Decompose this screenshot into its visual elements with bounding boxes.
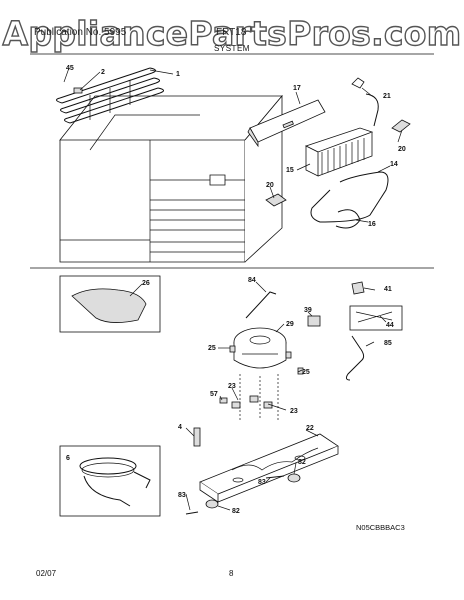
callout-14: 14 xyxy=(390,161,398,168)
insulation-26 xyxy=(59,275,161,333)
callout-23b: 23 xyxy=(290,408,298,415)
callout-4: 4 xyxy=(178,424,182,431)
callout-85: 85 xyxy=(384,340,392,347)
callout-21: 21 xyxy=(383,93,391,100)
suction-line xyxy=(365,93,379,127)
publication-number: Publication No. 5995 xyxy=(34,27,127,38)
callout-22: 22 xyxy=(306,425,314,432)
callout-82a: 82 xyxy=(298,459,306,466)
base-plate-22 xyxy=(199,433,339,503)
heater-20b xyxy=(265,193,287,207)
footer-date: 02/07 xyxy=(36,569,57,578)
diagram-code: N05CBBBAC3 xyxy=(356,523,405,532)
callout-39: 39 xyxy=(304,307,312,314)
callout-17: 17 xyxy=(293,85,301,92)
callout-20b: 20 xyxy=(266,182,274,189)
refrigerator-cabinet xyxy=(59,94,283,263)
condenser-coil xyxy=(56,67,164,124)
callout-29: 29 xyxy=(286,321,294,328)
rod-84 xyxy=(245,291,277,319)
callout-6: 6 xyxy=(66,455,70,462)
tube-85 xyxy=(345,335,365,381)
clip-4 xyxy=(193,427,201,447)
heater-20a xyxy=(391,119,411,133)
tube-16 xyxy=(335,209,361,229)
bracket-2 xyxy=(73,87,83,94)
screw-83 xyxy=(185,475,285,515)
callout-2: 2 xyxy=(101,69,105,76)
grommet-82 xyxy=(205,473,301,509)
callout-20a: 20 xyxy=(398,146,406,153)
compressor-29 xyxy=(233,327,287,369)
callout-1: 1 xyxy=(176,71,180,78)
callout-26: 26 xyxy=(142,280,150,287)
evaporator-cover-17 xyxy=(247,99,326,148)
clip-21 xyxy=(351,77,365,89)
callout-16: 16 xyxy=(368,221,376,228)
callout-83b: 83 xyxy=(178,492,186,499)
drain-tube-14 xyxy=(310,171,389,223)
callout-45: 45 xyxy=(66,65,74,72)
callout-25b: 25 xyxy=(302,369,310,376)
page-number: 8 xyxy=(229,569,234,578)
watermark: AppliancePartsPros.com xyxy=(2,13,462,53)
callout-57: 57 xyxy=(210,391,218,398)
callout-41: 41 xyxy=(384,286,392,293)
callout-44: 44 xyxy=(386,322,394,329)
power-cord-6 xyxy=(59,445,161,517)
evaporator-15 xyxy=(304,127,374,177)
callout-15: 15 xyxy=(286,167,294,174)
relay-box-44 xyxy=(349,305,403,331)
relay-39 xyxy=(307,315,321,327)
mount-guides xyxy=(239,374,279,420)
callout-83a: 83 xyxy=(258,479,266,486)
callout-84: 84 xyxy=(248,277,256,284)
overload-41 xyxy=(351,281,365,295)
callout-82b: 82 xyxy=(232,508,240,515)
callout-23a: 23 xyxy=(228,383,236,390)
model-number: FRT18 xyxy=(216,27,247,38)
callout-25a: 25 xyxy=(208,345,216,352)
grommet-23-set xyxy=(219,395,273,409)
section-title: SYSTEM xyxy=(214,44,250,53)
